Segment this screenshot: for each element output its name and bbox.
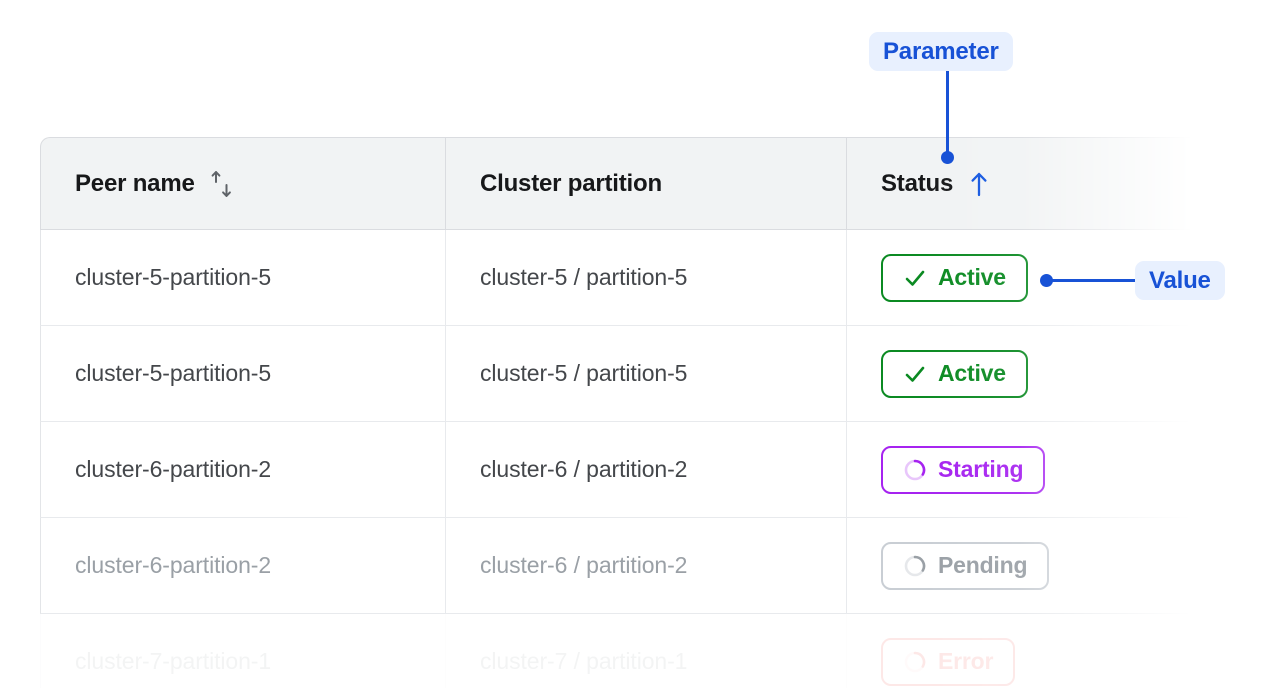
sort-updown-icon[interactable]: [209, 169, 235, 199]
status-badge-label: Active: [938, 264, 1006, 290]
parameter-annotation-line: [946, 71, 949, 159]
table-body: cluster-5-partition-5 cluster-5 / partit…: [40, 230, 1192, 688]
cell-cluster-partition: cluster-6 / partition-2: [445, 422, 846, 518]
cell-status: Active: [846, 326, 1192, 422]
table-row[interactable]: cluster-5-partition-5 cluster-5 / partit…: [40, 230, 1192, 326]
cell-cluster-partition: cluster-7 / partition-1: [445, 614, 846, 688]
status-badge: Starting: [881, 445, 1046, 494]
cell-status: Pending: [846, 518, 1192, 614]
check-icon: [905, 366, 925, 382]
status-badge: Error: [881, 637, 1016, 686]
status-badge: Active: [881, 253, 1028, 302]
parameter-annotation-label: Parameter: [869, 32, 1013, 71]
cell-peer-name: cluster-6-partition-2: [40, 518, 445, 614]
status-badge: Active: [881, 349, 1028, 398]
spinner-icon: [904, 651, 926, 672]
status-badge: Pending: [881, 541, 1050, 590]
cell-peer-name: cluster-5-partition-5: [40, 230, 445, 326]
cell-status: Error: [846, 614, 1192, 688]
cell-peer-name: cluster-6-partition-2: [40, 422, 445, 518]
cell-peer-name: cluster-7-partition-1: [40, 614, 445, 688]
table-row[interactable]: cluster-5-partition-5 cluster-5 / partit…: [40, 326, 1192, 422]
value-annotation-line: [1046, 279, 1138, 282]
peers-table: Peer name Cluster partition: [40, 137, 1192, 688]
cell-cluster-partition: cluster-6 / partition-2: [445, 518, 846, 614]
status-badge-label: Starting: [938, 456, 1024, 482]
cell-status: Starting: [846, 422, 1192, 518]
cell-status: Active: [846, 230, 1192, 326]
column-header-status[interactable]: Status: [846, 137, 1192, 230]
cell-peer-name: cluster-5-partition-5: [40, 326, 445, 422]
sort-up-icon[interactable]: [967, 170, 991, 198]
column-header-peer-name[interactable]: Peer name: [40, 137, 445, 230]
cell-cluster-partition: cluster-5 / partition-5: [445, 326, 846, 422]
status-badge-label: Error: [938, 648, 994, 674]
spinner-icon: [904, 555, 926, 576]
status-badge-label: Active: [938, 360, 1006, 386]
table-fade-clip: Peer name Cluster partition: [40, 137, 1192, 688]
peers-table-container: Peer name Cluster partition: [40, 137, 1192, 688]
value-annotation-dot: [1040, 274, 1053, 287]
column-header-cluster-partition[interactable]: Cluster partition: [445, 137, 846, 230]
table-header-row: Peer name Cluster partition: [40, 137, 1192, 230]
check-icon: [905, 270, 925, 286]
spinner-icon: [904, 459, 926, 480]
table-row[interactable]: cluster-6-partition-2 cluster-6 / partit…: [40, 422, 1192, 518]
column-header-status-label: Status: [881, 169, 954, 197]
table-row[interactable]: cluster-6-partition-2 cluster-6 / partit…: [40, 518, 1192, 614]
status-badge-label: Pending: [938, 552, 1028, 578]
value-annotation-label: Value: [1135, 261, 1225, 300]
table-row[interactable]: cluster-7-partition-1 cluster-7 / partit…: [40, 614, 1192, 688]
column-header-peer-name-label: Peer name: [75, 169, 195, 197]
parameter-annotation-dot: [941, 151, 954, 164]
column-header-cluster-partition-label: Cluster partition: [480, 169, 662, 197]
cell-cluster-partition: cluster-5 / partition-5: [445, 230, 846, 326]
table-header: Peer name Cluster partition: [40, 137, 1192, 230]
